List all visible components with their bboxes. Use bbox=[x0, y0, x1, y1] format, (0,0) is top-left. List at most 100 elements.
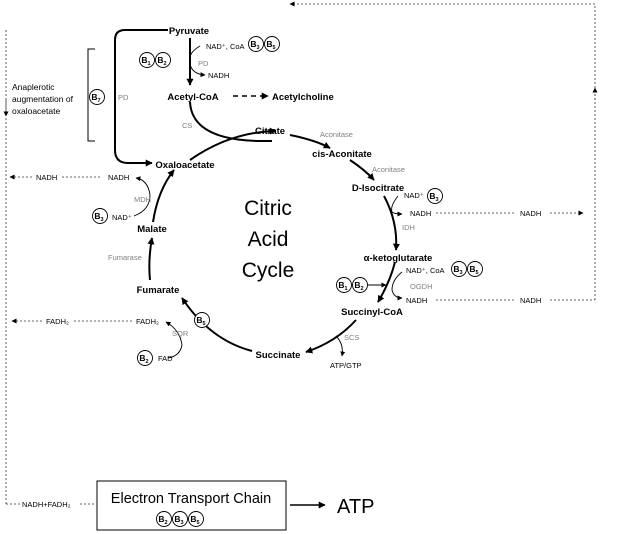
pyruvate-label: Pyruvate bbox=[169, 26, 209, 37]
arrow-succinate-to-fumarate bbox=[181, 297, 253, 352]
vitamin-badge-circle bbox=[188, 511, 204, 527]
vitamin-badge-text: B5 bbox=[469, 264, 478, 276]
arrow-citrate-to-cis-aconitate bbox=[289, 134, 331, 149]
arrow-acetyl-coa-to-citrate bbox=[189, 101, 272, 142]
vitamin-badge-text: B2 bbox=[157, 55, 166, 67]
ogdh-nad-coa: NAD⁺, CoA bbox=[406, 266, 445, 275]
vitamin-badge-text: B2 bbox=[354, 280, 363, 292]
vitamin-badge-text: B3 bbox=[94, 211, 103, 223]
vitamin-badge-circle bbox=[451, 261, 467, 277]
vitamin-badge-circle bbox=[427, 188, 443, 204]
vitamin-badge-ogdh_left-b1: B1 bbox=[336, 277, 352, 293]
vitamin-badge-text: B7 bbox=[91, 92, 100, 104]
scs-cofactor-curve bbox=[335, 335, 346, 357]
arrow-pyruvate-to-oxaloacetate bbox=[114, 29, 168, 167]
vitamin-badge-text: B5 bbox=[266, 39, 275, 51]
vitamin-badge-circle bbox=[139, 52, 155, 68]
enzyme-mdh: MDH bbox=[134, 195, 151, 204]
vitamin-badge-mdh-b3: B3 bbox=[92, 208, 108, 224]
acetylcholine-label: Acetylcholine bbox=[272, 92, 334, 103]
ogdh-cofactor-curve bbox=[391, 271, 403, 301]
enzyme-pd-top: PD bbox=[198, 59, 209, 68]
succinate-label: Succinate bbox=[256, 350, 301, 361]
vitamin-badge-text: B3 bbox=[429, 191, 438, 203]
vitamin-badge-circle bbox=[172, 511, 188, 527]
flow-etc-input: NADH+FADH₂ bbox=[22, 500, 71, 509]
mdh-nad: NAD⁺ bbox=[112, 213, 132, 222]
ogdh-nadh: NADH bbox=[406, 296, 427, 305]
vitamin-badge-text: B2 bbox=[158, 514, 167, 526]
enzyme-pd-left: PD bbox=[118, 93, 129, 102]
enzyme-scs: SCS bbox=[344, 333, 359, 342]
flow-mdh-nadh: NADH bbox=[36, 173, 57, 182]
arrow-succinyl-coa-to-succinate bbox=[305, 319, 357, 354]
vitamin-badge-ogdh_right-b3: B3 bbox=[451, 261, 467, 277]
vitamin-badge-anaplerotic-b7: B7 bbox=[89, 89, 105, 105]
pd-nad-coa: NAD⁺, CoA bbox=[206, 42, 245, 51]
vitamin-badge-pd_left-b2: B2 bbox=[155, 52, 171, 68]
vitamin-badge-circle bbox=[194, 312, 210, 328]
vitamin-badge-text: B2 bbox=[139, 353, 148, 365]
cycle-title-line-3: Cycle bbox=[242, 259, 295, 282]
flow-sqr-fadh2: FADH₂ bbox=[46, 317, 69, 326]
enzyme-sqr: SQR bbox=[172, 329, 189, 338]
pd-cofactor-in bbox=[189, 45, 201, 59]
arrow-ketoglutarate-to-succinyl-coa bbox=[377, 261, 396, 303]
succinyl-coa-label: Succinyl-CoA bbox=[341, 307, 403, 318]
vitamin-badge-circle bbox=[467, 261, 483, 277]
enzyme-cs: CS bbox=[182, 121, 192, 130]
arrow-cis-aconitate-to-isocitrate bbox=[349, 159, 375, 181]
vitamin-badge-circle bbox=[89, 89, 105, 105]
vitamin-badge-text: B5 bbox=[190, 514, 199, 526]
arrow-isocitrate-to-ketoglutarate bbox=[383, 195, 400, 251]
cofactor-labels: NAD⁺, CoA NADH NAD⁺ NADH NAD⁺, CoA NADH … bbox=[108, 42, 445, 370]
anaplerotic-line-1: Anaplerotic bbox=[12, 82, 55, 92]
enzyme-aconitase-2: Aconitase bbox=[372, 165, 405, 174]
cis-aconitate-label: cis-Aconitate bbox=[312, 149, 372, 160]
vitamin-badge-text: B3 bbox=[250, 39, 259, 51]
vitamin-badge-text: B1 bbox=[141, 55, 150, 67]
atp-label: ATP bbox=[337, 496, 374, 518]
citrate-label: Citrate bbox=[255, 126, 285, 137]
enzyme-idh: IDH bbox=[402, 223, 415, 232]
vitamin-badge-etc-b3: B3 bbox=[172, 511, 188, 527]
vitamin-badge-circle bbox=[352, 277, 368, 293]
arrow-fumarate-to-malate bbox=[147, 237, 155, 281]
vitamin-badge-sqr_bottom-b2: B2 bbox=[137, 350, 153, 366]
acetyl-coa-label: Acetyl-CoA bbox=[167, 92, 218, 103]
vitamin-badge-idh-b3: B3 bbox=[427, 188, 443, 204]
vitamin-badge-ogdh_left-b2: B2 bbox=[352, 277, 368, 293]
electron-flow-lines bbox=[3, 1, 598, 505]
flow-idh-nadh: NADH bbox=[520, 209, 541, 218]
sqr-fadh2: FADH₂ bbox=[136, 317, 159, 326]
vitamin-badge-circle bbox=[336, 277, 352, 293]
enzyme-aconitase-1: Aconitase bbox=[320, 130, 353, 139]
vitamin-badge-pd_right-b3: B3 bbox=[248, 36, 264, 52]
idh-nad: NAD⁺ bbox=[404, 191, 424, 200]
fumarate-label: Fumarate bbox=[137, 285, 180, 296]
enzyme-labels: PD PD CS Aconitase Aconitase IDH OGDH SC… bbox=[108, 59, 433, 342]
idh-nadh: NADH bbox=[410, 209, 431, 218]
idh-cofactor-curve bbox=[391, 195, 403, 217]
cofactor-curves bbox=[133, 176, 403, 359]
vitamin-badge-pd_right-b5: B5 bbox=[264, 36, 280, 52]
enzyme-fumarase: Fumarase bbox=[108, 253, 142, 262]
flow-labels: NADH NADH NADH FADH₂ NADH+FADH₂ bbox=[22, 173, 541, 509]
enzyme-ogdh: OGDH bbox=[410, 282, 433, 291]
vitamin-badge-etc-b2: B2 bbox=[156, 511, 172, 527]
vitamin-badge-circle bbox=[137, 350, 153, 366]
vitamin-badge-etc-b5: B5 bbox=[188, 511, 204, 527]
anaplerotic-line-3: oxaloacetate bbox=[12, 106, 60, 116]
vitamin-badge-circle bbox=[92, 208, 108, 224]
vitamin-badge-circle bbox=[155, 52, 171, 68]
cycle-title-line-1: Citric bbox=[244, 197, 292, 220]
vitamin-badge-ogdh_right-b5: B5 bbox=[467, 261, 483, 277]
arrow-malate-to-oxaloacetate bbox=[152, 169, 175, 223]
vitamin-badge-circle bbox=[248, 36, 264, 52]
malate-label: Malate bbox=[137, 224, 167, 235]
anaplerotic-note: Anaplerotic augmentation of oxaloacetate bbox=[12, 82, 74, 116]
vitamin-badge-text: B3 bbox=[174, 514, 183, 526]
vitamin-badge-sqr_top-b5: B5 bbox=[194, 312, 210, 328]
alpha-ketoglutarate-label: α-ketoglutarate bbox=[364, 253, 433, 264]
